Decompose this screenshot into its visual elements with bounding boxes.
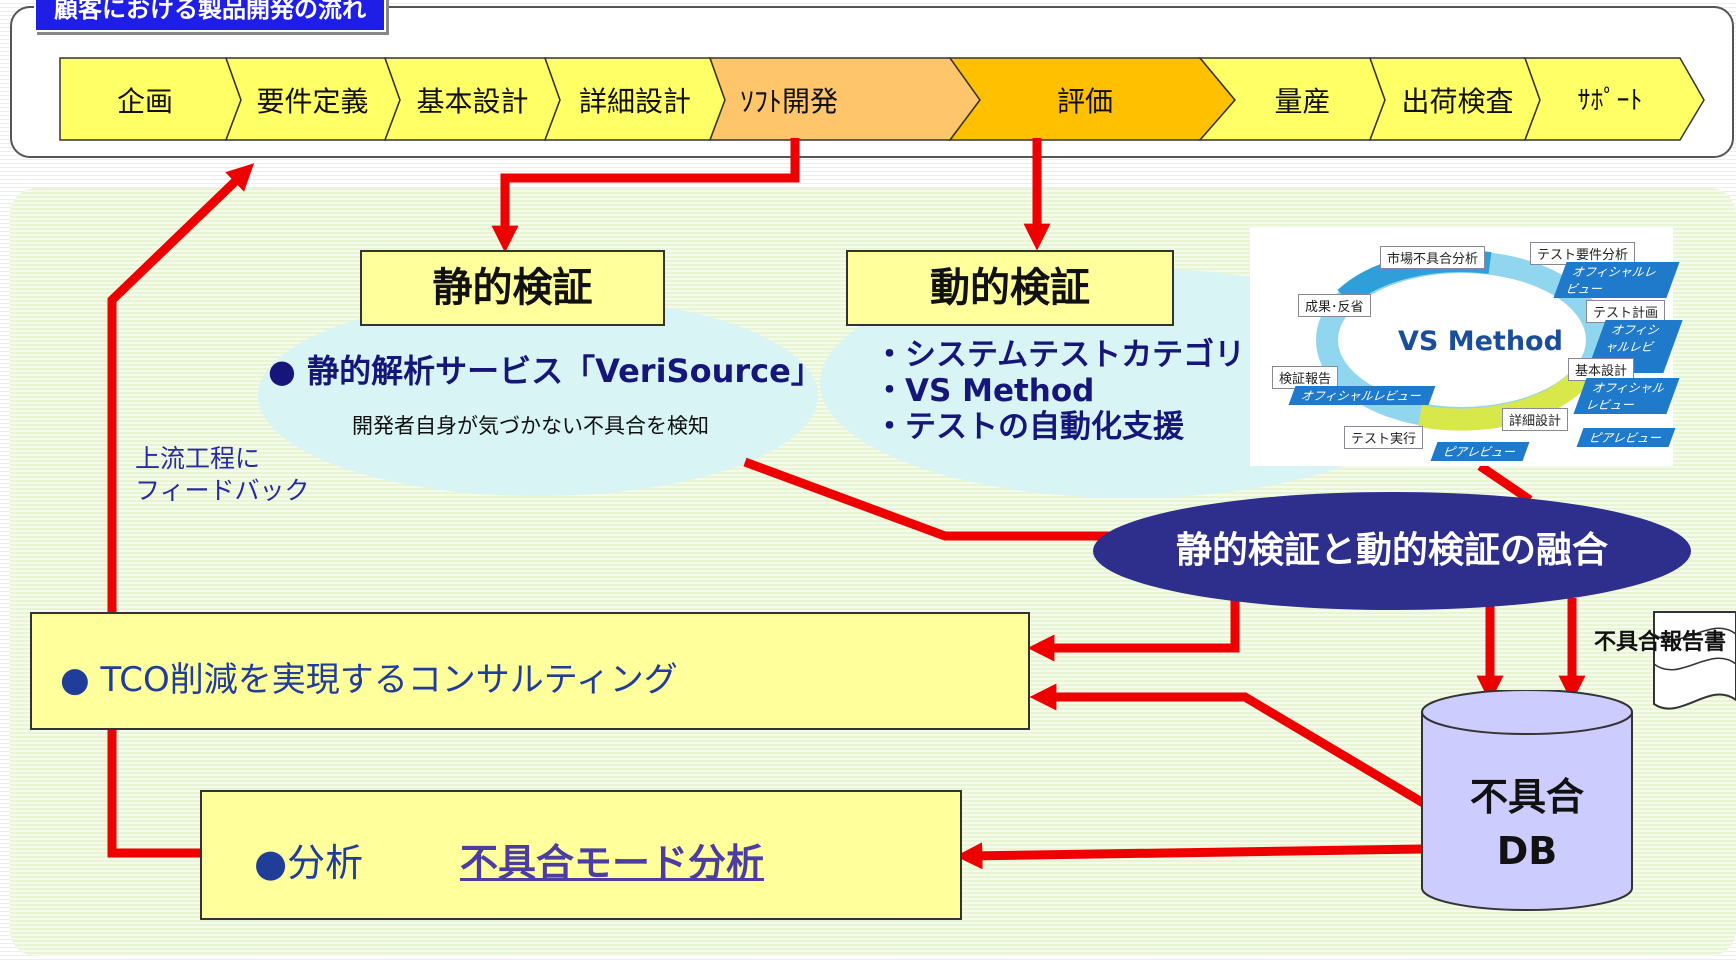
static-ellipse xyxy=(258,296,818,496)
stage-label: 企画 xyxy=(116,85,173,118)
dynamic-item: ・VS Method xyxy=(874,373,1095,409)
fusion-ellipse: 静的検証と動的検証の融合 xyxy=(1093,492,1691,610)
vs-sub: オフィシャルレビュー xyxy=(1573,378,1680,414)
analysis-box: ●分析 不具合モード分析 xyxy=(200,790,962,920)
dynamic-item: ・テストの自動化支援 xyxy=(874,409,1184,445)
vs-tag: 成果･反省 xyxy=(1298,294,1371,317)
stage-9-shape xyxy=(1523,57,1705,141)
static-description: 開発者自身が気づかない不具合を検知 xyxy=(352,414,709,438)
stage-label: ｻﾎﾟｰﾄ xyxy=(1577,86,1643,116)
vs-method-diagram: VS Method 市場不具合分析 テスト要件分析 オフィシャルレビュー 成果･… xyxy=(1250,228,1683,466)
static-verification-box: 静的検証 xyxy=(360,250,665,326)
vs-tag: 市場不具合分析 xyxy=(1380,246,1486,269)
flow-title: 顧客における製品開発の流れ xyxy=(34,0,386,32)
stage-label: 出荷検査 xyxy=(1401,85,1514,118)
static-bullet: ● 静的解析サービス「VeriSource」 xyxy=(268,352,823,390)
vs-method-center: VS Method xyxy=(1398,326,1563,357)
defect-mode-analysis-link[interactable]: 不具合モード分析 xyxy=(460,841,765,885)
analysis-label: ●分析 xyxy=(254,841,364,885)
vs-tag: 詳細設計 xyxy=(1502,408,1569,431)
db-line-1: 不具合 xyxy=(1469,775,1584,819)
vs-sub: オフィシャルレビュー xyxy=(1288,386,1436,405)
consulting-box: ● TCO削減を実現するコンサルティング xyxy=(30,612,1030,730)
defect-db-cylinder xyxy=(1421,690,1633,911)
arrow-dev-to-static xyxy=(491,138,800,253)
dynamic-verification-box: 動的検証 xyxy=(846,250,1174,326)
dynamic-verification-title: 動的検証 xyxy=(930,265,1090,311)
stage-chevrons xyxy=(59,57,1705,141)
vs-sub: ピアレビュー xyxy=(1430,442,1530,461)
vs-tag: テスト実行 xyxy=(1344,426,1424,449)
db-line-2: DB xyxy=(1496,829,1558,873)
stage-label: 基本設計 xyxy=(416,85,529,118)
static-verification-title: 静的検証 xyxy=(432,265,593,311)
consulting-label: ● TCO削減を実現するコンサルティング xyxy=(60,660,678,700)
vs-sub: ピアレビュー xyxy=(1576,428,1676,447)
dynamic-items: ・システムテストカテゴリ ・VS Method ・テストの自動化支援 xyxy=(874,337,1245,445)
arrow-vs-to-fusion xyxy=(1477,462,1533,504)
stage-label: 評価 xyxy=(1056,85,1113,118)
defect-db-label: 不具合 DB xyxy=(1430,770,1624,878)
stage-label: 量産 xyxy=(1274,85,1331,118)
stage-label: ｿﾌﾄ開発 xyxy=(740,85,839,118)
report-label: 不具合報告書 xyxy=(1594,630,1727,655)
arrow-db-to-analysis xyxy=(955,842,1426,870)
vs-sub: オフィシャルレビュー xyxy=(1553,262,1680,298)
arrow-fusion-to-consult xyxy=(1027,598,1240,662)
stage-label: 詳細設計 xyxy=(578,85,691,118)
report-document-icon xyxy=(1653,611,1736,710)
arrow-static-to-fusion xyxy=(743,457,1130,541)
feedback-label: 上流工程に フィードバック xyxy=(135,444,310,505)
arrow-feedback xyxy=(107,163,255,858)
stage-label: 要件定義 xyxy=(256,85,369,118)
dynamic-item: ・システムテストカテゴリ xyxy=(874,337,1246,373)
arrow-db-to-consult xyxy=(1029,683,1428,808)
